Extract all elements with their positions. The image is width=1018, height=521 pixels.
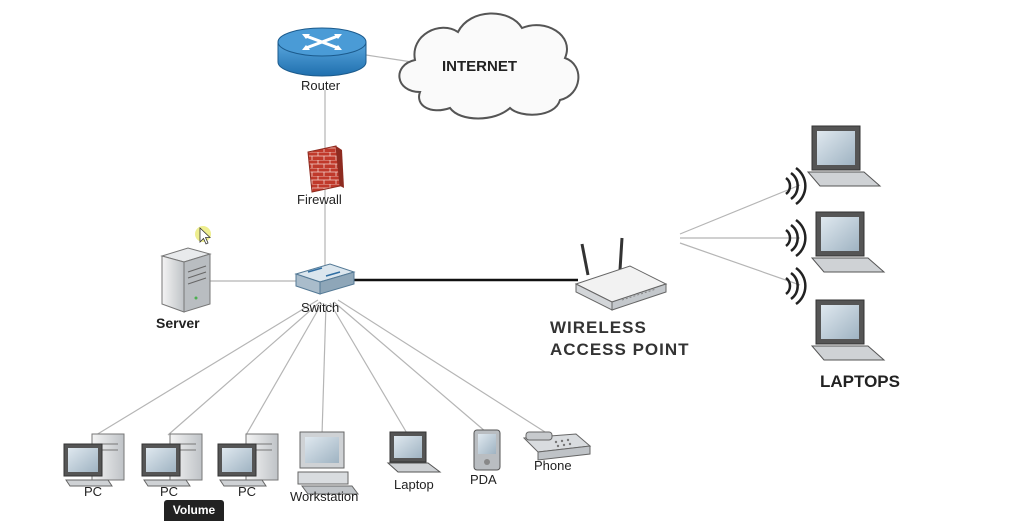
switch-phone-link	[337, 299, 546, 433]
internet-label: INTERNET	[442, 58, 517, 75]
wireless-access-point-label-line2: ACCESS POINT	[550, 340, 690, 359]
pc-icon	[63, 433, 125, 487]
switch-icon	[294, 263, 356, 295]
laptop-icon	[810, 299, 886, 361]
switch-workstation-link	[321, 303, 327, 436]
firewall-icon	[307, 145, 344, 193]
server-label: Server	[156, 315, 200, 331]
wireless-access-point-label-line1: WIRELESS	[550, 318, 647, 337]
laptops-label: LAPTOPS	[820, 372, 900, 391]
workstation-label: Workstation	[290, 489, 359, 504]
pc-icon	[217, 433, 279, 487]
workstation-icon	[297, 431, 359, 495]
switch-laptop-link	[329, 302, 409, 436]
wireless-link-1	[679, 184, 801, 235]
pc-label: PC	[84, 484, 103, 499]
wireless-access-point-icon	[574, 237, 668, 311]
connection-lines	[95, 54, 801, 436]
wireless-link-3	[679, 242, 801, 286]
switch-label: Switch	[301, 300, 340, 315]
internet-cloud-icon	[398, 12, 580, 120]
cursor-icon	[195, 226, 212, 245]
laptop-icon	[806, 125, 882, 187]
pc-label: PC	[160, 484, 179, 499]
wireless-signal-icon	[785, 166, 807, 306]
phone-label: Phone	[534, 458, 572, 473]
firewall-label: Firewall	[297, 192, 342, 207]
laptop-icon	[386, 431, 442, 473]
server-icon	[160, 247, 212, 313]
switch-pc1-link	[95, 299, 319, 436]
switch-pc3-link	[245, 302, 323, 436]
laptop-icon	[810, 211, 886, 273]
laptop-label: Laptop	[394, 477, 434, 492]
pda-label: PDA	[470, 472, 497, 487]
pc-label: PC	[238, 484, 257, 499]
router-label: Router	[301, 78, 341, 93]
switch-pc2-link	[167, 301, 321, 436]
phone-icon	[522, 431, 592, 461]
volume-tooltip: Volume	[164, 500, 224, 521]
pc-icon	[141, 433, 203, 487]
pda-icon	[473, 429, 501, 471]
router-icon	[277, 27, 367, 77]
router-internet-link	[365, 54, 413, 63]
switch-pda-link	[333, 301, 487, 433]
